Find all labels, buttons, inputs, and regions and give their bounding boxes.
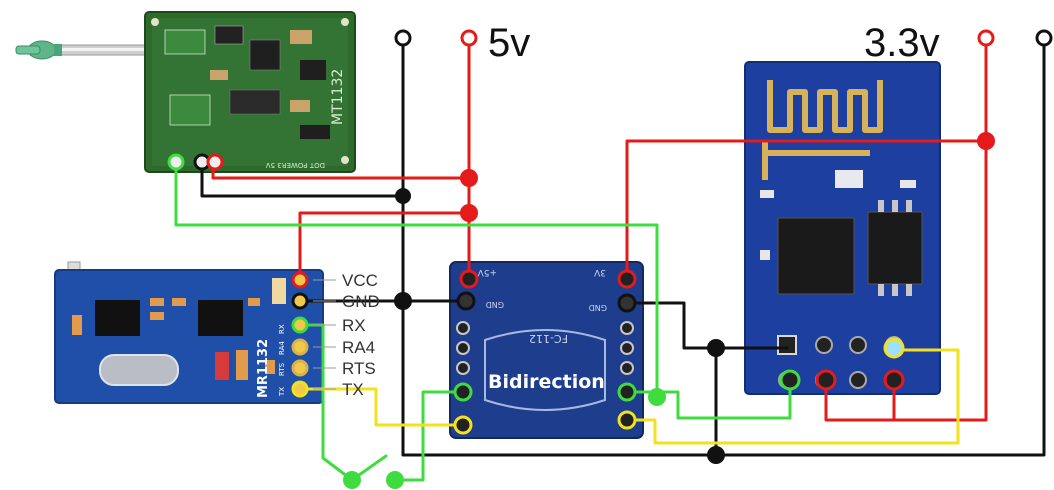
switch-contact-left	[343, 471, 361, 489]
switch-contact-right	[386, 471, 404, 489]
junction-ground-receiver	[394, 292, 412, 310]
receiver-module-mr1132: MR1132 TX RTS RA4 RX	[54, 261, 324, 404]
rf-module-silk-bottom: DOT POWER3 5V	[266, 161, 325, 169]
receiver-silk-pin-ra4: RA4	[278, 341, 286, 355]
receiver-rx-switch	[298, 323, 354, 482]
rf-transmitter-module: MT1132 DOT POWER3 5V	[144, 11, 356, 173]
pin-label-tx: TX	[342, 380, 364, 399]
ground-rf-module	[200, 163, 405, 198]
shifter-label-5v: +5V	[477, 267, 497, 277]
shifter-label-gnd-right: GND	[589, 303, 607, 312]
pin-label-ra4: RA4	[342, 338, 375, 357]
data-wires-yellow	[298, 348, 960, 445]
power-wires	[211, 42, 988, 422]
receiver-silk-pin-rx: RX	[278, 324, 286, 334]
terminal-ground-left	[394, 29, 412, 47]
antenna-probe	[15, 40, 151, 60]
rail-label-5v: 5v	[488, 21, 530, 65]
receiver-pin-labels: VCC GND RX RA4 RTS TX	[313, 271, 380, 399]
rail-terminals	[394, 29, 1053, 47]
rail-label-3v3: 3.3v	[864, 21, 940, 65]
junction-v33-shifter	[977, 132, 995, 150]
v5-receiver	[298, 211, 471, 282]
v33-rail	[824, 42, 988, 422]
pin-label-rts: RTS	[342, 359, 376, 378]
rf-to-esp-green	[174, 163, 659, 399]
junction-green	[648, 388, 666, 406]
junction-ground-bottom	[707, 446, 725, 464]
v33-shifter	[625, 139, 988, 278]
esp01-module	[744, 61, 941, 395]
terminal-5v	[460, 29, 478, 47]
pin-rings	[167, 153, 905, 435]
shifter-model: FC-112	[529, 332, 568, 345]
shifter-label-3v: 3V	[593, 267, 606, 277]
rf-module-silk-model: MT1132	[330, 69, 346, 125]
receiver-tx-shifter	[298, 387, 465, 427]
shifter-to-esp-tx	[625, 348, 960, 445]
data-wires-green	[174, 163, 792, 482]
level-shifter-fc112: +5V 3V GND GND FC-112 Bidirection	[449, 261, 644, 439]
receiver-silk-model: MR1132	[256, 339, 271, 398]
junction-v5-rf	[460, 169, 478, 187]
receiver-silk-pin-tx: TX	[278, 387, 286, 397]
terminal-3v3	[977, 29, 995, 47]
switch-to-shifter	[393, 390, 465, 482]
junction-ground-esp	[707, 339, 725, 357]
junction-ground-rf	[395, 188, 411, 204]
receiver-silk-pin-rts: RTS	[278, 362, 286, 376]
pin-label-gnd: GND	[342, 292, 380, 311]
pin-label-vcc: VCC	[342, 271, 378, 290]
shifter-label-gnd-left: GND	[486, 300, 504, 309]
pin-label-rx: RX	[342, 316, 366, 335]
junctions	[343, 132, 995, 489]
terminal-ground-right	[1035, 29, 1053, 47]
shifter-title: Bidirection	[488, 371, 605, 393]
junction-v5-receiver	[460, 204, 478, 222]
